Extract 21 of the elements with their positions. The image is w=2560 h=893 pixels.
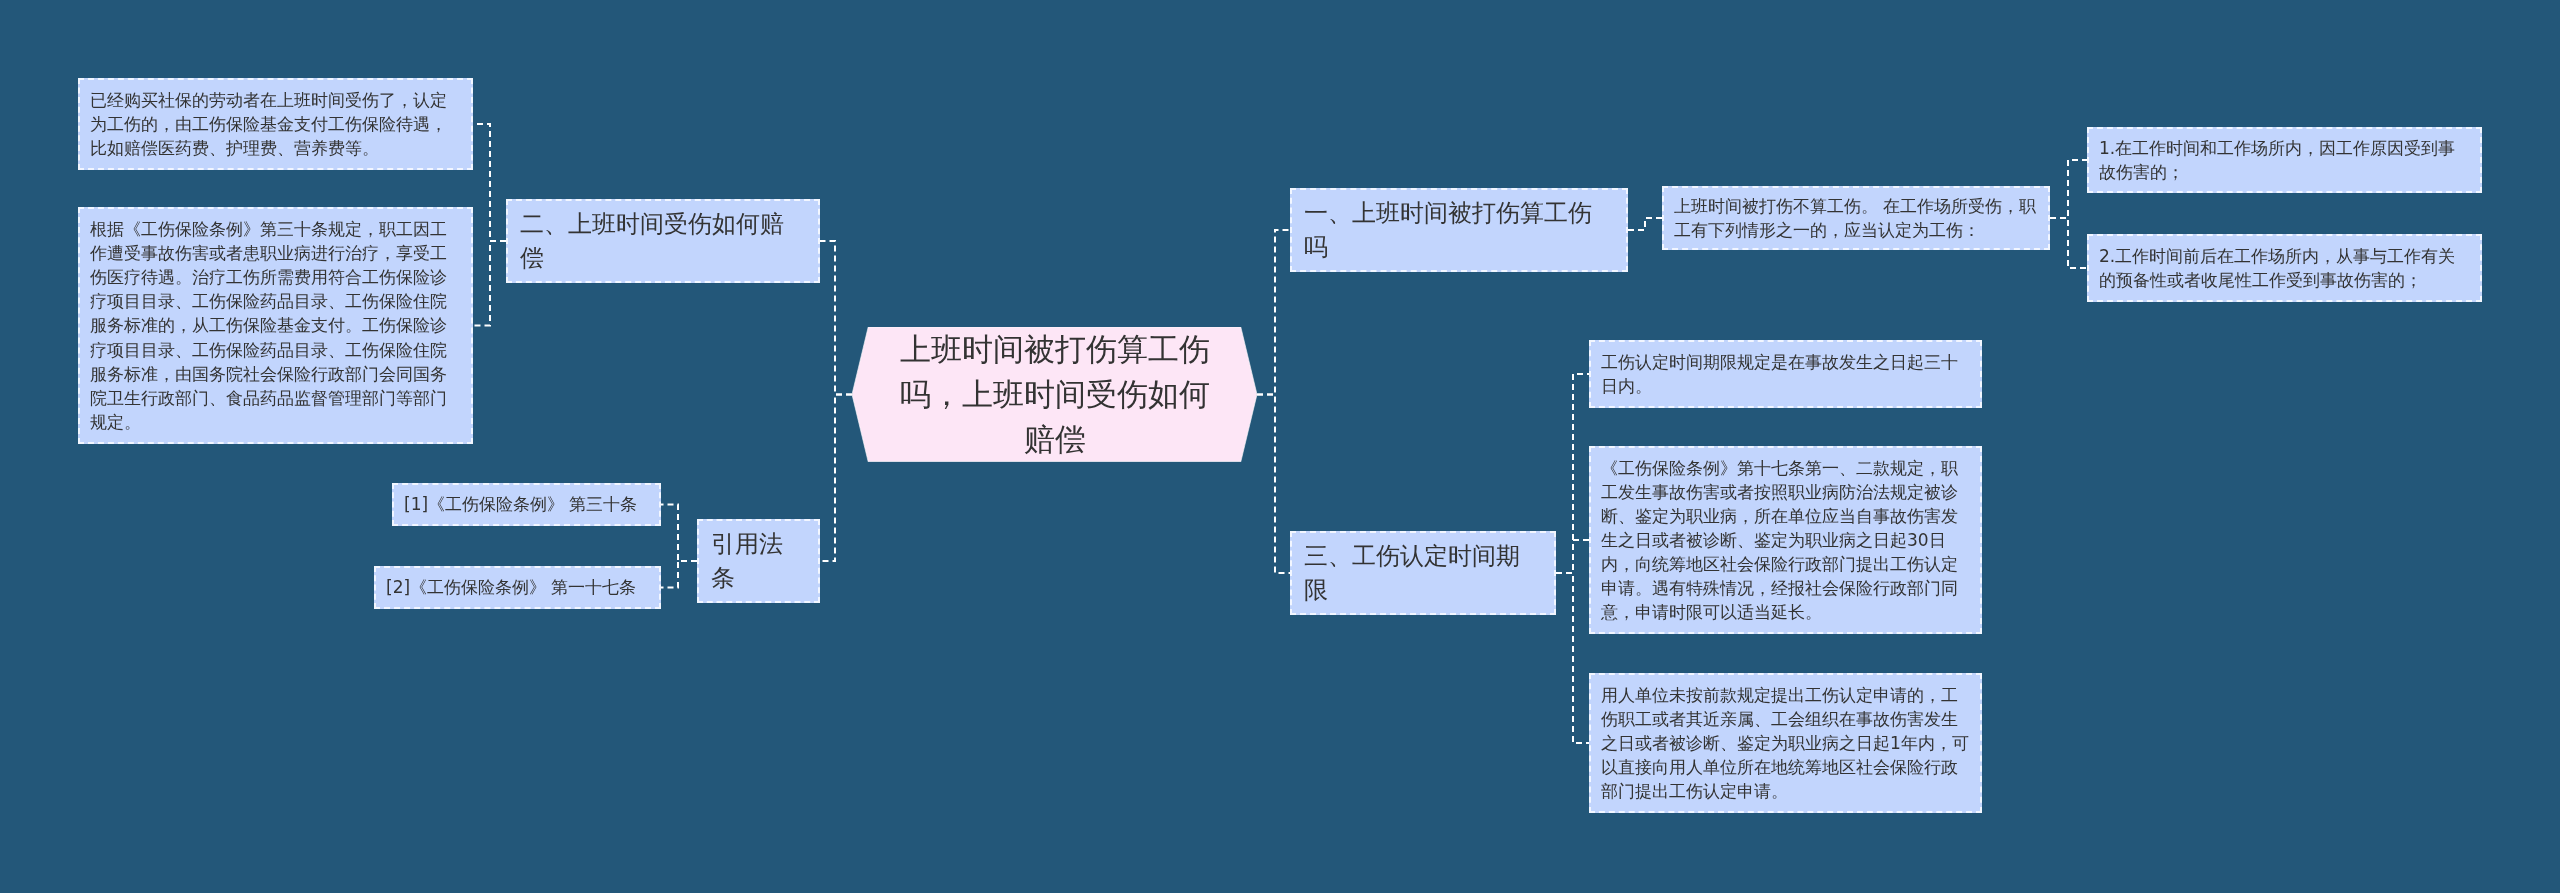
connector-line bbox=[1627, 217, 1663, 231]
note-box: 根据《工伤保险条例》第三十条规定，职工因工作遭受事故伤害或者患职业病进行治疗，享受工伤医疗待遇。治疗工伤所需费用符合工伤保险诊疗项目目录、工伤保险药品目录、工伤保险住院服务标准的，从工伤保险基金支付。工伤保险诊疗项目目录、工伤保险药品目录、工伤保险住院服务标准，由国务院社会保险行政部门会同国务院卫生行政部门、食品药品监督管理部门等部门规定。 bbox=[78, 207, 473, 444]
topic-box: 二、上班时间受伤如何赔偿 bbox=[506, 199, 820, 284]
connector-line bbox=[660, 560, 698, 589]
note-box: 已经购买社保的劳动者在上班时间受伤了，认定为工伤的，由工伤保险基金支付工伤保险待遇，比如赔偿医药费、护理费、营养费等。 bbox=[78, 78, 473, 170]
connector-line bbox=[1256, 393, 1291, 574]
central-topic-hexagon: 上班时间被打伤算工伤吗，上班时间受伤如何赔偿 bbox=[852, 327, 1257, 462]
topic-box: 三、工伤认定时间期限 bbox=[1290, 531, 1556, 616]
note-box: 用人单位未按前款规定提出工伤认定申请的，工伤职工或者其近亲属、工会组织在事故伤害发生之日或者被诊断、鉴定为职业病之日起1年内，可以直接向用人单位所在地统筹地区社会保险行政部门提出工伤认定申请。 bbox=[1589, 673, 1982, 813]
note-box: 上班时间被打伤不算工伤。 在工作场所受伤，职工有下列情形之一的，应当认定为工伤： bbox=[1662, 186, 2050, 251]
note-box: 工伤认定时间期限规定是在事故发生之日起三十日内。 bbox=[1589, 340, 1982, 408]
note-box: 2.工作时间前后在工作场所内，从事与工作有关的预备性或者收尾性工作受到事故伤害的； bbox=[2087, 234, 2482, 302]
note-box: 1.在工作时间和工作场所内，因工作原因受到事故伤害的； bbox=[2087, 127, 2482, 193]
connector-line bbox=[1555, 572, 1590, 744]
topic-box: 引用法条 bbox=[697, 519, 820, 604]
note-box: [1]《工伤保险条例》 第三十条 bbox=[392, 483, 661, 526]
topic-box: 一、上班时间被打伤算工伤吗 bbox=[1290, 188, 1628, 273]
connector-line bbox=[2049, 217, 2088, 269]
connector-line bbox=[472, 240, 507, 327]
note-box: 《工伤保险条例》第十七条第一、二款规定，职工发生事故伤害或者按照职业病防治法规定被诊断、鉴定为职业病，所在单位应当自事故伤害发生之日或者被诊断、鉴定为职业病之日起30日内，向统筹地区社会保险行政部门提出工伤认定申请。遇有特殊情况，经报社会保险行政部门同意，申请时限可以适当延长。 bbox=[1589, 446, 1982, 634]
note-box: [2]《工伤保险条例》 第一十七条 bbox=[374, 566, 661, 609]
